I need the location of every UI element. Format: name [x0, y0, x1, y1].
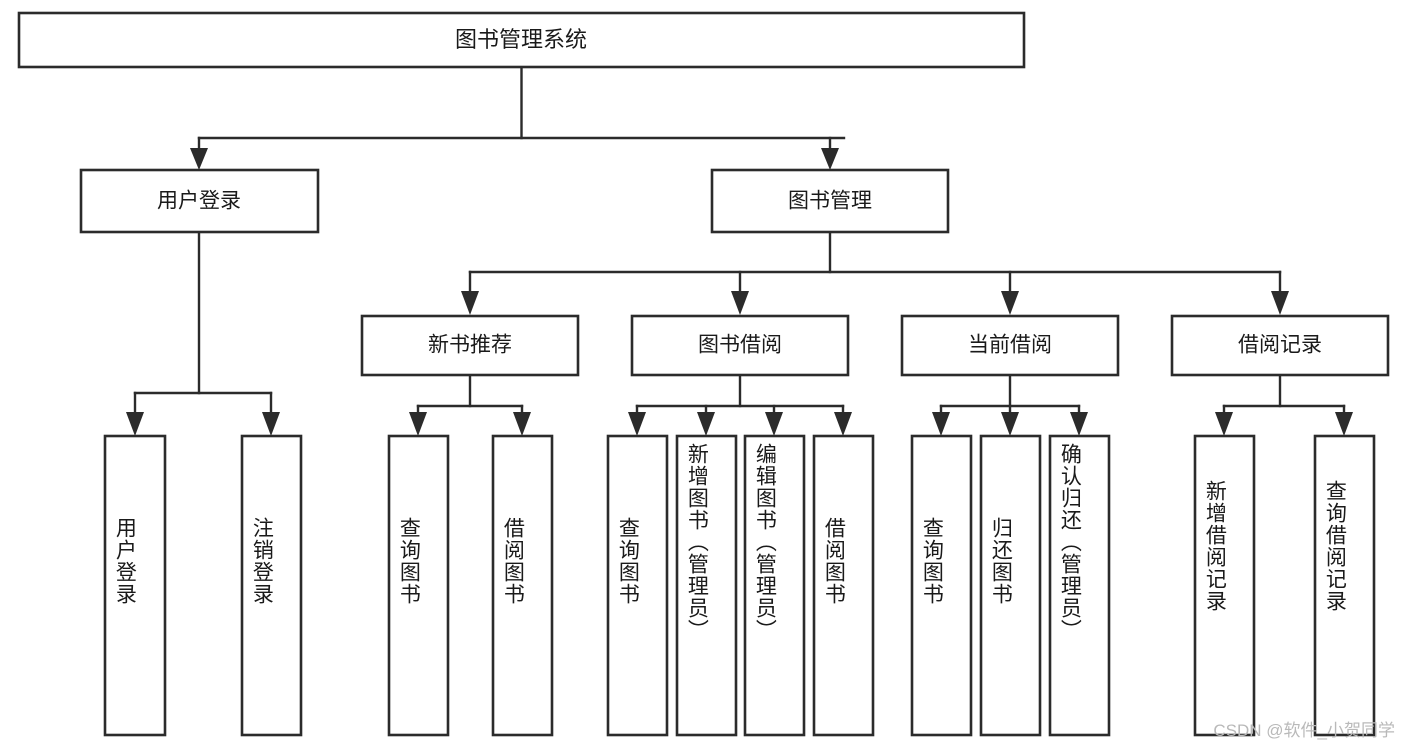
- node-new-book-recommend[interactable]: 新书推荐: [360, 314, 580, 377]
- node-book-management-label: 图书管理: [788, 190, 872, 213]
- arrow-head-icon: [126, 412, 144, 436]
- arrow-head-icon: [1271, 291, 1289, 315]
- leaf-box-query-book-1[interactable]: [387, 434, 450, 737]
- node-current-borrow-label: 当前借阅: [968, 334, 1052, 357]
- arrow-head-icon: [409, 412, 427, 436]
- connector-bookmgmt-to-level3: [461, 230, 1289, 315]
- leaf-boxes: [103, 434, 1376, 737]
- leaf-box-logout-login[interactable]: [240, 434, 303, 737]
- arrow-head-icon: [765, 412, 783, 436]
- arrow-head-icon: [1215, 412, 1233, 436]
- arrow-head-icon: [262, 412, 280, 436]
- arrow-head-icon: [1070, 412, 1088, 436]
- leaf-box-return-book[interactable]: [979, 434, 1042, 737]
- connector-borrowrecord-to-leaves: [1215, 373, 1353, 436]
- leaf-box-user-login[interactable]: [103, 434, 167, 737]
- node-current-borrow[interactable]: 当前借阅: [900, 314, 1120, 377]
- connector-root-to-level2: [190, 65, 846, 170]
- arrow-head-icon: [628, 412, 646, 436]
- arrow-head-icon: [834, 412, 852, 436]
- node-new-book-recommend-label: 新书推荐: [428, 334, 512, 357]
- leaf-box-query-book-2[interactable]: [606, 434, 669, 737]
- leaf-box-query-borrow-record[interactable]: [1313, 434, 1376, 737]
- arrow-head-icon: [697, 412, 715, 436]
- leaf-box-edit-book-admin[interactable]: [743, 434, 806, 737]
- connector-bookborrow-to-leaves: [628, 373, 852, 436]
- watermark-text: CSDN @软件_小贺同学: [1213, 721, 1395, 740]
- leaf-box-confirm-return-admin[interactable]: [1048, 434, 1111, 737]
- connector-currentborrow-to-leaves: [932, 373, 1088, 436]
- node-root-label: 图书管理系统: [455, 27, 587, 52]
- arrow-head-icon: [1001, 291, 1019, 315]
- connector-userlogin-to-leaves: [126, 230, 280, 436]
- arrow-head-icon: [1001, 412, 1019, 436]
- leaf-box-query-book-3[interactable]: [910, 434, 973, 737]
- node-user-login-label: 用户登录: [157, 190, 241, 213]
- arrow-head-icon: [1335, 412, 1353, 436]
- arrow-head-icon: [461, 291, 479, 315]
- leaf-box-add-book-admin[interactable]: [675, 434, 738, 737]
- leaf-box-borrow-book-2[interactable]: [812, 434, 875, 737]
- node-root[interactable]: 图书管理系统: [17, 11, 1026, 69]
- node-book-borrow[interactable]: 图书借阅: [630, 314, 850, 377]
- node-book-borrow-label: 图书借阅: [698, 334, 782, 357]
- node-borrow-record-label: 借阅记录: [1238, 334, 1322, 357]
- leaf-box-borrow-book-1[interactable]: [491, 434, 554, 737]
- node-user-login[interactable]: 用户登录: [79, 168, 320, 234]
- node-book-management[interactable]: 图书管理: [710, 168, 950, 234]
- arrow-head-icon: [731, 291, 749, 315]
- node-borrow-record[interactable]: 借阅记录: [1170, 314, 1390, 377]
- arrow-head-icon: [821, 148, 839, 170]
- connector-newbook-to-leaves: [409, 373, 531, 436]
- leaf-box-add-borrow-record[interactable]: [1193, 434, 1256, 737]
- arrow-head-icon: [932, 412, 950, 436]
- arrow-head-icon: [190, 148, 208, 170]
- arrow-head-icon: [513, 412, 531, 436]
